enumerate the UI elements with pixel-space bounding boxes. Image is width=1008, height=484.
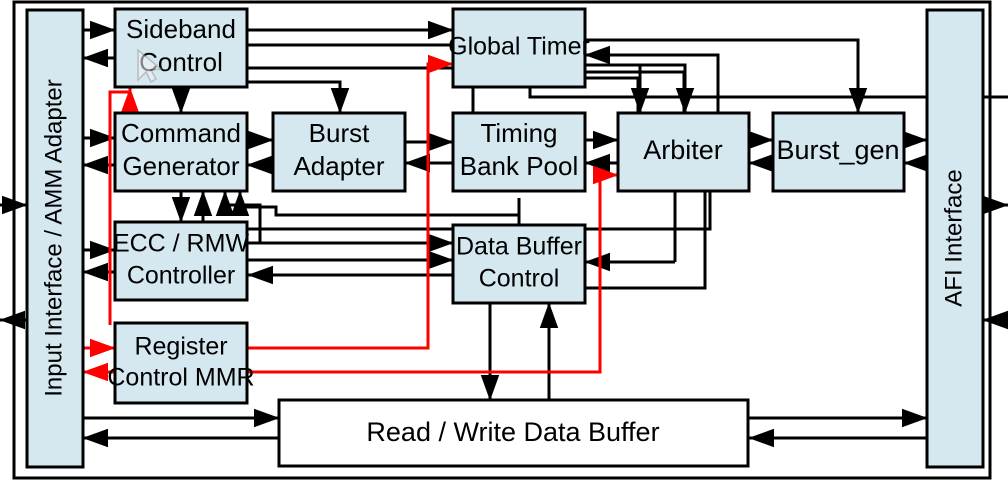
block-command-generator[interactable]: Command Generator xyxy=(113,111,249,193)
block-sideband-control-label-line1: Sideband xyxy=(126,14,236,44)
block-burst-adapter[interactable]: Burst Adapter xyxy=(271,111,407,193)
block-global-timer-label: Global Timer xyxy=(448,33,590,61)
block-command-generator-label-line2: Generator xyxy=(122,151,239,181)
block-read-write-data-buffer[interactable]: Read / Write Data Buffer xyxy=(277,398,750,468)
mouse-cursor xyxy=(137,48,163,84)
block-ecc-rmw-controller-label-line2: Controller xyxy=(127,262,235,290)
wire-globaltimer-to-burstgen xyxy=(585,38,868,114)
block-command-generator-label-line1: Command xyxy=(121,118,241,148)
outer-frame xyxy=(12,0,992,480)
block-read-write-data-buffer-rect[interactable] xyxy=(277,398,750,468)
block-read-write-data-buffer-label: Read / Write Data Buffer xyxy=(366,417,659,447)
block-input-interface-label: Input Interface / AMM Adapter xyxy=(40,79,67,397)
block-global-timer[interactable]: Global Timer xyxy=(448,7,590,89)
block-input-interface[interactable]: Input Interface / AMM Adapter xyxy=(25,8,85,469)
block-input-interface-rect[interactable] xyxy=(25,8,85,469)
block-timing-bank-pool-label-line2: Bank Pool xyxy=(460,151,579,181)
block-register-control-mmr[interactable]: Register Control MMR xyxy=(107,321,255,405)
wire-globaltimer-riser-3 xyxy=(585,76,640,113)
wire-burstgen-to-globaltimer xyxy=(584,45,720,113)
block-ecc-rmw-controller[interactable]: ECC / RMW Controller xyxy=(113,220,250,302)
block-burst-adapter-label-line2: Adapter xyxy=(293,151,384,181)
block-data-buffer-control-rect[interactable] xyxy=(451,223,587,305)
block-register-control-mmr-label-line2: Control MMR xyxy=(107,364,254,392)
wire-arbiter-to-globaltimer-riser xyxy=(585,70,686,113)
block-global-timer-rect[interactable] xyxy=(451,7,587,89)
block-ecc-rmw-controller-rect[interactable] xyxy=(113,220,249,302)
wire-sideband-to-burstadapter xyxy=(247,80,350,114)
wire-feedback-to-cmdgen-b xyxy=(230,190,520,217)
wire-red-mmr-to-globaltimer xyxy=(247,54,454,350)
block-command-generator-rect[interactable] xyxy=(113,111,249,193)
block-burst-gen-rect[interactable] xyxy=(771,111,906,193)
block-ecc-rmw-controller-label-line1: ECC / RMW xyxy=(113,230,250,258)
block-arbiter-rect[interactable] xyxy=(616,111,751,193)
block-timing-bank-pool[interactable]: Timing Bank Pool xyxy=(451,111,587,193)
wire-group-highlight-red xyxy=(82,54,619,382)
block-afi-interface-rect[interactable] xyxy=(925,8,985,469)
block-data-buffer-control[interactable]: Data Buffer Control xyxy=(451,223,587,305)
block-arbiter-label: Arbiter xyxy=(643,135,723,165)
block-data-buffer-control-label-line1: Data Buffer xyxy=(456,233,582,261)
block-register-control-mmr-label-line1: Register xyxy=(134,333,227,361)
wire-red-to-sideband xyxy=(110,87,140,114)
block-burst-adapter-rect[interactable] xyxy=(271,111,407,193)
wire-red-mmr-to-arbiter xyxy=(247,165,619,374)
wire-ecc-bus-right xyxy=(248,205,712,231)
block-sideband-control-rect[interactable] xyxy=(113,7,249,89)
block-burst-gen-label: Burst_gen xyxy=(776,135,899,165)
block-data-buffer-control-label-line2: Control xyxy=(479,265,560,293)
block-burst-adapter-label-line1: Burst xyxy=(309,118,370,148)
block-timing-bank-pool-label-line1: Timing xyxy=(480,118,557,148)
wire-group-black xyxy=(0,20,1008,448)
wire-dbc-to-arbiter xyxy=(585,191,707,290)
block-afi-interface[interactable]: AFI Interface xyxy=(925,8,985,469)
block-burst-gen[interactable]: Burst_gen xyxy=(771,111,906,193)
block-register-control-mmr-rect[interactable] xyxy=(113,321,249,405)
block-sideband-control[interactable]: Sideband Control xyxy=(113,7,249,89)
block-afi-interface-label: AFI Interface xyxy=(940,169,967,306)
cursor-arrow-icon xyxy=(137,48,163,84)
block-arbiter[interactable]: Arbiter xyxy=(616,111,751,193)
block-timing-bank-pool-rect[interactable] xyxy=(451,111,587,193)
